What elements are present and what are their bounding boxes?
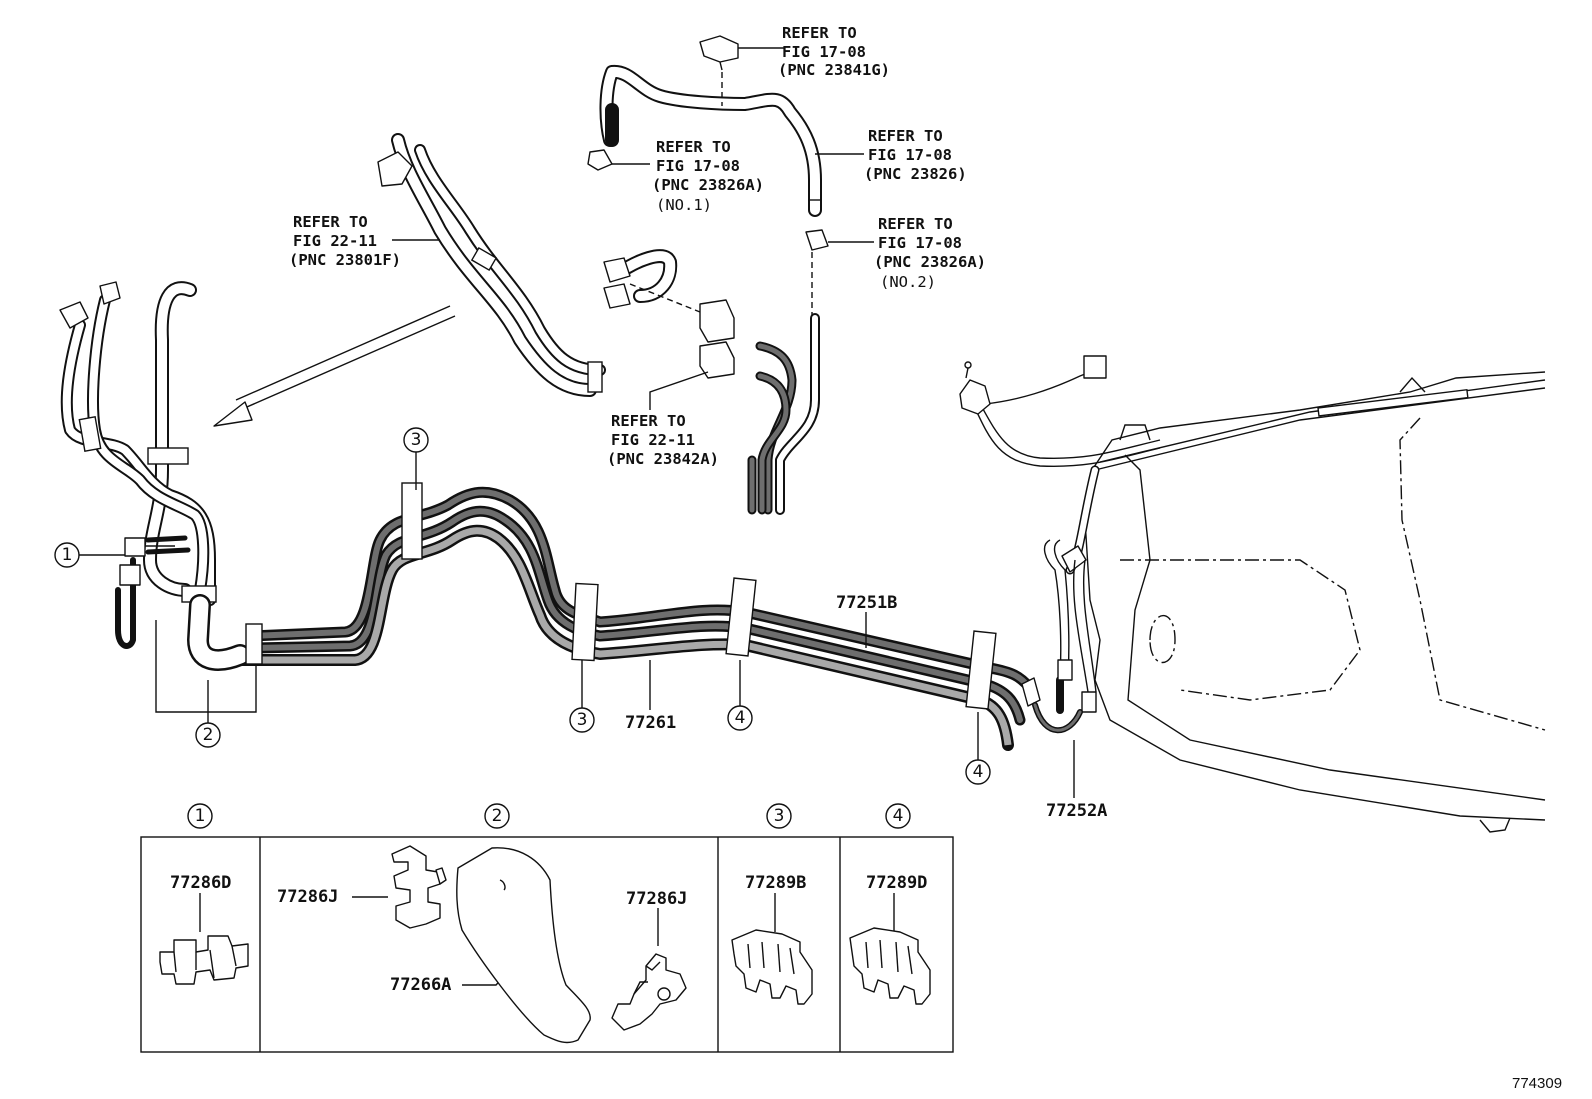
clamp-3-upper — [401, 482, 423, 560]
callout-text-line: FIG 17-08 — [878, 234, 962, 252]
callout-23826a-no2: REFER TO FIG 17-08 (PNC 23826A) (NO.2) — [874, 215, 986, 291]
part-77266a: 77266A — [390, 847, 591, 1044]
part-77286j-left: 77286J — [277, 845, 447, 929]
evap-hose-23801f — [377, 133, 606, 397]
callout-23801f: REFER TO FIG 22-11 (PNC 23801F) — [289, 213, 401, 269]
callout-text-line: FIG 17-08 — [656, 157, 740, 175]
callout-text-line: FIG 17-08 — [868, 146, 952, 164]
detail-direction-arrow — [213, 305, 456, 427]
part-number: 77266A — [390, 975, 451, 995]
vapor-hose-group — [587, 35, 874, 318]
tank-wire-harness — [959, 355, 1161, 467]
part-77289d: 77289D — [849, 873, 931, 1005]
callout-text-line: REFER TO — [293, 213, 368, 231]
circle-callout-3-lower: 3 — [569, 660, 595, 733]
hose-23842a — [603, 249, 820, 515]
svg-text:3: 3 — [774, 806, 785, 826]
part-number: 77286D — [170, 873, 231, 893]
circle-number: 1 — [62, 545, 73, 565]
circle-number: 3 — [411, 430, 422, 450]
callout-text-line: REFER TO — [868, 127, 943, 145]
callout-text-line: (PNC 23826) — [864, 165, 967, 183]
svg-text:2: 2 — [492, 806, 503, 826]
circle-number: 2 — [203, 725, 214, 745]
part-number: 77289D — [866, 873, 927, 893]
table-header-3: 3 — [766, 803, 792, 829]
callout-text-line: (PNC 23826A) — [874, 253, 986, 271]
part-number: 77289B — [745, 873, 806, 893]
part-77289b: 77289B — [731, 873, 813, 1005]
table-header-2: 2 — [484, 803, 510, 829]
part-77286d: 77286D — [159, 873, 249, 985]
clamp-4-tank — [965, 630, 997, 710]
circle-callout-4-tank: 4 — [965, 712, 991, 785]
table-header-4: 4 — [885, 803, 911, 829]
part-77286j-right: 77286J — [611, 889, 687, 1031]
main-fuel-line-bundle — [234, 486, 1083, 751]
callout-text-line: REFER TO — [611, 412, 686, 430]
callout-text-line: REFER TO — [878, 215, 953, 233]
part-label-77251b: 77251B — [836, 593, 897, 648]
circle-callout-3-upper: 3 — [403, 427, 429, 490]
circle-number: 4 — [735, 708, 746, 728]
callout-23826a-no1: REFER TO FIG 17-08 (PNC 23826A) (NO.1) — [652, 138, 764, 214]
callout-text-line: FIG 22-11 — [611, 431, 695, 449]
circle-number: 4 — [973, 762, 984, 782]
clamp-2-main — [245, 623, 263, 665]
callout-text-line: (NO.2) — [880, 273, 936, 291]
clamp-detail-table: 1 2 3 4 77286D 77286J — [140, 803, 954, 1053]
part-number: 77251B — [836, 593, 897, 613]
callout-text-line: REFER TO — [656, 138, 731, 156]
clamp-4-mid — [725, 577, 757, 657]
part-label-77261: 77261 — [625, 660, 676, 733]
clamp-3-lower — [571, 582, 599, 662]
circle-number: 3 — [577, 710, 588, 730]
callout-text-line: FIG 17-08 — [782, 43, 866, 61]
circle-callout-4-mid: 4 — [727, 660, 753, 731]
callout-text-line: (NO.1) — [656, 196, 712, 214]
main-line-clamps — [245, 482, 997, 710]
callout-text-line: (PNC 23801F) — [289, 251, 401, 269]
callout-text-line: FIG 22-11 — [293, 232, 377, 250]
left-hose-assembly — [59, 281, 251, 671]
part-label-77252a: 77252A — [1046, 740, 1107, 821]
circle-callout-2: 2 — [155, 620, 257, 748]
figure-number: 774309 — [1512, 1075, 1562, 1092]
circle-callout-1: 1 — [54, 542, 125, 568]
callout-23842a: REFER TO FIG 22-11 (PNC 23842A) — [607, 412, 719, 468]
part-number: 77286J — [277, 887, 338, 907]
table-header-1: 1 — [187, 803, 213, 829]
callout-text-line: (PNC 23841G) — [778, 61, 890, 79]
svg-text:4: 4 — [893, 806, 904, 826]
part-number: 77286J — [626, 889, 687, 909]
fuel-tank-outline — [1084, 371, 1546, 833]
callout-23841g: REFER TO FIG 17-08 (PNC 23841G) — [778, 24, 890, 79]
part-number: 77261 — [625, 713, 676, 733]
tank-side-fittings — [1043, 465, 1100, 714]
callout-text-line: REFER TO — [782, 24, 857, 42]
part-number: 77252A — [1046, 801, 1107, 821]
callout-23826: REFER TO FIG 17-08 (PNC 23826) — [864, 127, 967, 183]
callout-text-line: (PNC 23842A) — [607, 450, 719, 468]
callout-text-line: (PNC 23826A) — [652, 176, 764, 194]
svg-text:1: 1 — [195, 806, 206, 826]
